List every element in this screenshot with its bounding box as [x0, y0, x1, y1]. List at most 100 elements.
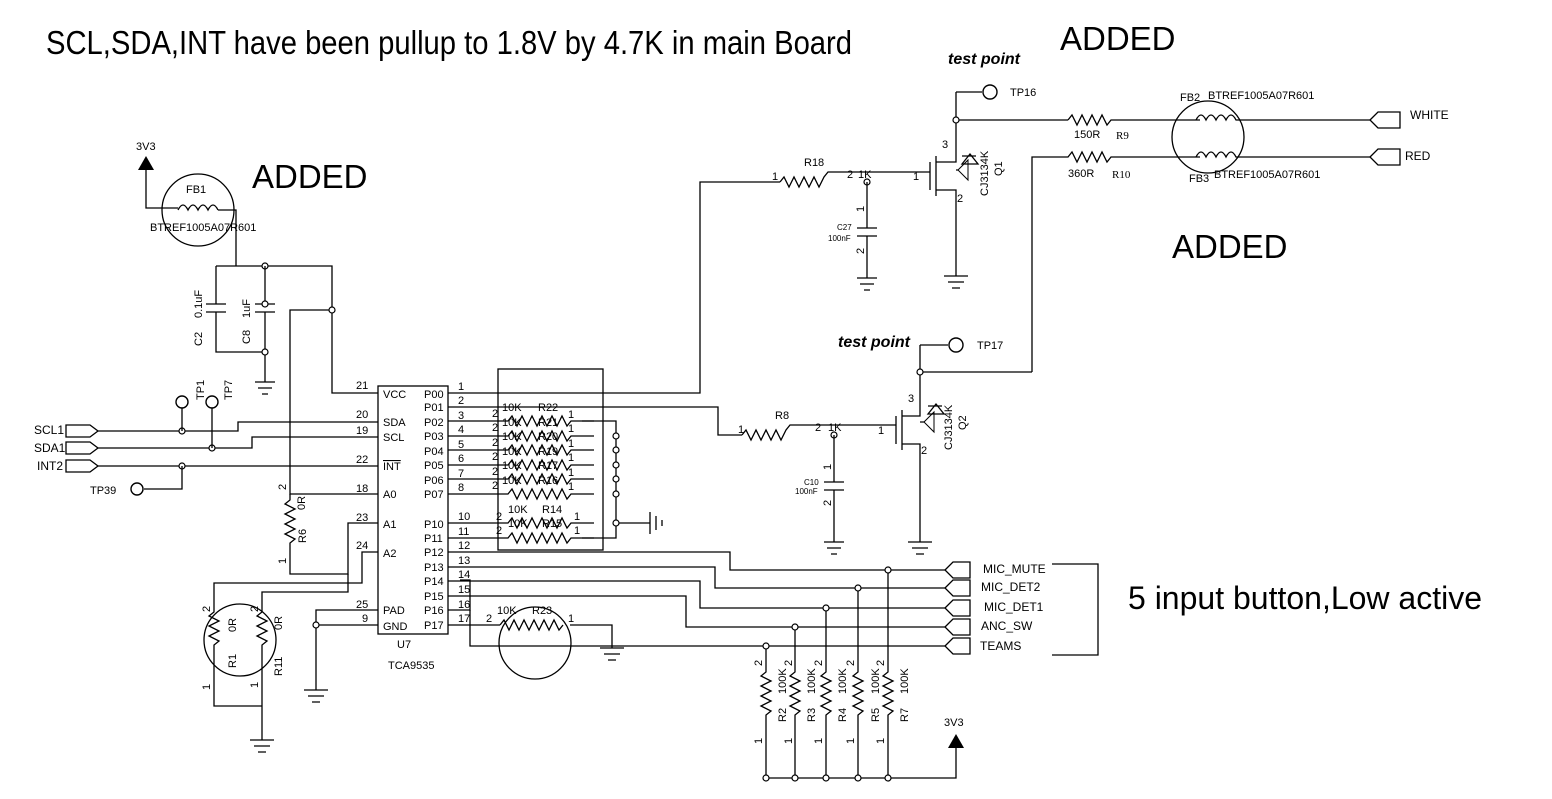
- cap-c2: [206, 266, 265, 353]
- ground-symbol-c27: [857, 277, 877, 291]
- svg-text:100K: 100K: [870, 668, 882, 694]
- svg-text:21: 21: [356, 380, 368, 392]
- q2-pin2: 2: [921, 445, 927, 457]
- svg-text:P03: P03: [424, 431, 444, 443]
- svg-text:10K: 10K: [502, 475, 522, 487]
- svg-text:2: 2: [813, 660, 825, 666]
- svg-text:19: 19: [356, 425, 368, 437]
- svg-text:P10: P10: [424, 519, 444, 531]
- svg-text:R17: R17: [538, 460, 558, 472]
- wire-array-stubs: [448, 420, 498, 539]
- r8-pin2: 2: [815, 422, 821, 434]
- svg-text:2: 2: [875, 660, 887, 666]
- mosfet-q1: [929, 92, 980, 276]
- r1-r11-outline: [203, 603, 277, 677]
- test-point-label-2: test point: [838, 334, 911, 351]
- q1-pin2: 2: [957, 193, 963, 205]
- r1-pin1: 1: [201, 684, 213, 690]
- svg-text:1: 1: [568, 438, 574, 450]
- q2-pin3: 3: [908, 393, 914, 405]
- connector-white: [1369, 111, 1401, 129]
- resistor-array: [498, 414, 663, 545]
- fb2-ref: FB2: [1180, 92, 1200, 104]
- resistor-r9: [1067, 113, 1200, 127]
- svg-text:P14: P14: [424, 576, 444, 588]
- svg-text:A1: A1: [383, 519, 396, 531]
- ground-symbol-q1: [944, 275, 968, 289]
- fb3-part: BTREF1005A07R601: [1214, 169, 1320, 181]
- svg-text:1: 1: [875, 738, 887, 744]
- ground-symbol-c8: [255, 381, 275, 395]
- r18-val: 1K: [858, 169, 872, 181]
- r1-val: 0R: [227, 618, 239, 632]
- c27-pin1: 1: [855, 206, 867, 212]
- svg-text:10K: 10K: [502, 417, 522, 429]
- wire-a1-r11: [261, 574, 349, 605]
- svg-text:P17: P17: [424, 620, 444, 632]
- svg-text:10: 10: [458, 511, 470, 523]
- svg-text:SCL1: SCL1: [34, 423, 64, 437]
- svg-text:100K: 100K: [837, 668, 849, 694]
- svg-text:P16: P16: [424, 605, 444, 617]
- wire-p13-micdet2: [448, 566, 945, 589]
- r9-ref: R9: [1116, 130, 1129, 142]
- tp16-circle: [982, 84, 998, 100]
- q2-ref: Q2: [957, 415, 969, 430]
- svg-text:22: 22: [356, 454, 368, 466]
- r1-ref: R1: [227, 654, 239, 668]
- ground-symbol-q2: [908, 541, 932, 555]
- svg-text:R15: R15: [542, 518, 562, 530]
- button-connectors: MIC_MUTE MIC_DET2 MIC_DET1 ANC_SW TEAMS: [944, 561, 1046, 655]
- fb2-fb3-outline: [1171, 100, 1245, 174]
- svg-text:1: 1: [458, 381, 464, 393]
- svg-text:10K: 10K: [502, 446, 522, 458]
- q2-part: CJ3134K: [943, 404, 955, 450]
- svg-text:3: 3: [458, 410, 464, 422]
- svg-text:12: 12: [458, 540, 470, 552]
- svg-text:1: 1: [753, 738, 765, 744]
- cap-c27: [857, 182, 877, 278]
- svg-text:20: 20: [356, 409, 368, 421]
- c10-pin1: 1: [822, 464, 834, 470]
- power-arrow-top: [138, 156, 154, 170]
- resistor-array-labels: 10K R22 10K R21 10K R20 10K R19 10K R17 …: [492, 402, 580, 537]
- wire-p14-micdet1: [448, 580, 945, 609]
- wire-a2-r1: [213, 551, 378, 605]
- r8-ref: R8: [775, 410, 789, 422]
- r23-val: 10K: [497, 605, 517, 617]
- svg-text:P04: P04: [424, 446, 444, 458]
- svg-text:A0: A0: [383, 489, 396, 501]
- svg-text:SDA: SDA: [383, 417, 406, 429]
- power-arrow-bottom: [948, 734, 964, 748]
- r6-pin2: 2: [277, 484, 289, 490]
- svg-text:4: 4: [458, 424, 464, 436]
- r9-val: 150R: [1074, 129, 1100, 141]
- fb2-part: BTREF1005A07R601: [1208, 90, 1314, 102]
- svg-text:R5: R5: [870, 708, 882, 722]
- svg-text:P01: P01: [424, 402, 444, 414]
- r8-val: 1K: [828, 422, 842, 434]
- svg-text:MIC_DET2: MIC_DET2: [981, 580, 1041, 594]
- svg-text:SCL: SCL: [383, 432, 404, 444]
- svg-text:2: 2: [492, 422, 498, 434]
- tp39-circle: [130, 482, 144, 496]
- cap-c8: [255, 266, 275, 382]
- svg-text:P15: P15: [424, 591, 444, 603]
- fb1-inductor: [177, 204, 219, 212]
- svg-text:1: 1: [845, 738, 857, 744]
- r23-pin1: 1: [568, 613, 574, 625]
- q1-pin3: 3: [942, 139, 948, 151]
- c27-pin2: 2: [855, 248, 867, 254]
- ground-symbol-r23: [600, 647, 624, 661]
- r8-pin1: 1: [738, 424, 744, 436]
- svg-text:R19: R19: [538, 446, 558, 458]
- wire-pad-gnd: [315, 609, 378, 690]
- r18-pin1: 1: [772, 171, 778, 183]
- svg-text:25: 25: [356, 599, 368, 611]
- connector-red-label: RED: [1405, 149, 1431, 163]
- q1-ref: Q1: [993, 161, 1005, 176]
- svg-text:R22: R22: [538, 402, 558, 414]
- tp17-circle: [948, 337, 964, 353]
- svg-text:23: 23: [356, 512, 368, 524]
